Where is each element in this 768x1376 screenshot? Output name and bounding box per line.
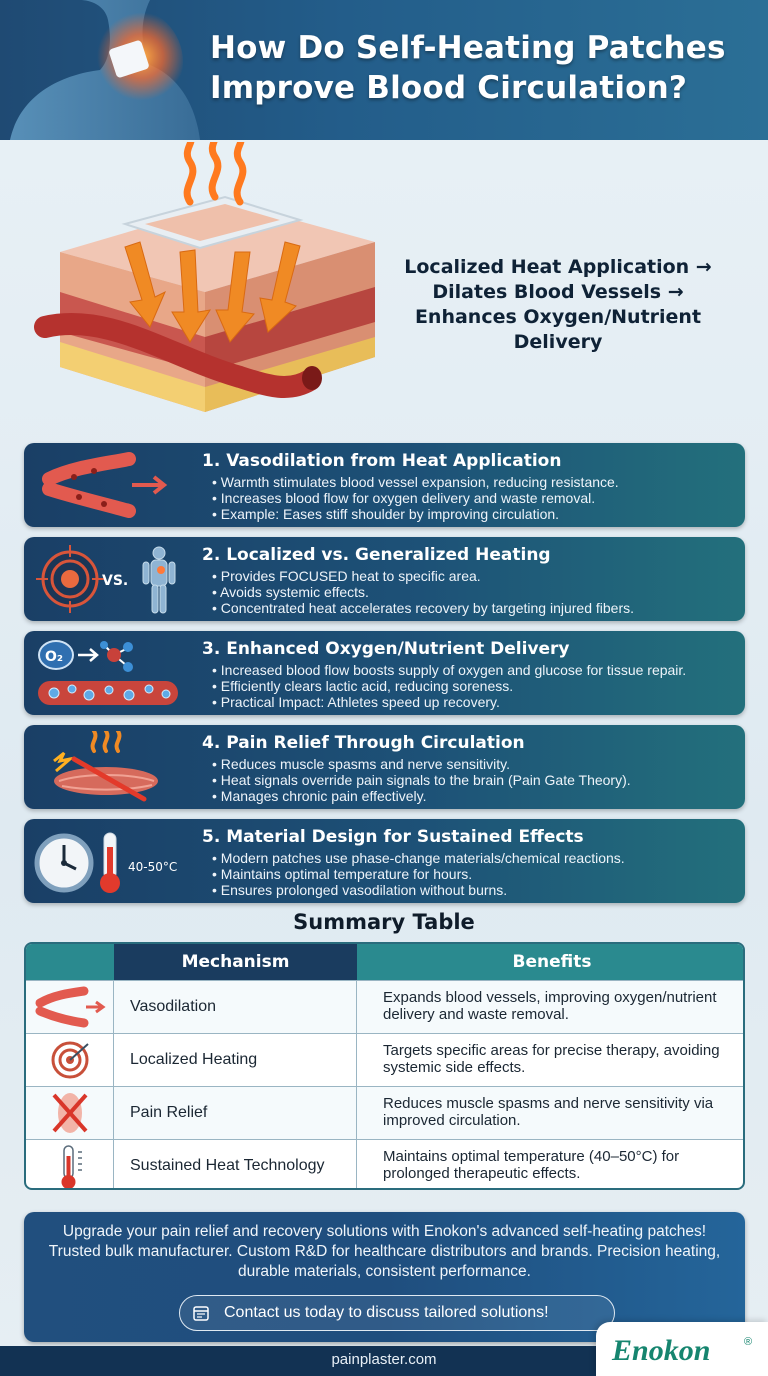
tagline-line: Dilates Blood Vessels →: [432, 281, 684, 303]
call-to-action-panel: Upgrade your pain relief and recovery so…: [24, 1212, 745, 1342]
bullet-item: Reduces muscle spasms and nerve sensitiv…: [212, 756, 631, 772]
summary-table-title: Summary Table: [293, 910, 475, 934]
cta-text: Upgrade your pain relief and recovery so…: [48, 1223, 721, 1280]
summary-table: Mechanism Benefits Vasodilation Expands …: [24, 942, 745, 1190]
bullet-item: Increases blood flow for oxygen delivery…: [212, 490, 619, 506]
blood-vessel-icon: [26, 981, 114, 1033]
muscle-pain-relief-icon: [53, 731, 158, 802]
mechanism-card-sustained-effects: 40-50°C 5. Material Design for Sustained…: [24, 819, 745, 903]
bullet-item: Maintains optimal temperature for hours.: [212, 866, 625, 882]
hero-section: Localized Heat Application → Dilates Blo…: [0, 142, 768, 432]
bullet-item: Provides FOCUSED heat to specific area.: [212, 568, 634, 584]
bullet-item: Manages chronic pain effectively.: [212, 788, 631, 804]
brand-name: Enokon: [612, 1334, 711, 1367]
card-title: 4. Pain Relief Through Circulation: [202, 733, 525, 753]
bullet-item: Warmth stimulates blood vessel expansion…: [212, 474, 619, 490]
mechanism-card-pain-relief: 4. Pain Relief Through Circulation Reduc…: [24, 725, 745, 809]
header-banner: How Do Self-Heating Patches Improve Bloo…: [0, 0, 768, 140]
clock-thermometer-icon: 40-50°C: [34, 832, 177, 893]
mechanism-card-oxygen-delivery: O₂ 3. Enhanced Oxygen/Nutrient Delivery …: [24, 631, 745, 715]
bullet-item: Avoids systemic effects.: [212, 584, 634, 600]
table-row: Pain Relief Reduces muscle spasms and ne…: [26, 1086, 743, 1139]
card-title: 3. Enhanced Oxygen/Nutrient Delivery: [202, 639, 570, 659]
contact-us-button[interactable]: Contact us today to discuss tailored sol…: [179, 1295, 615, 1331]
table-header-benefits: Benefits: [357, 944, 743, 980]
benefit-cell: Expands blood vessels, improving oxygen/…: [383, 989, 717, 1023]
oxygen-molecule-icon: O₂: [38, 640, 178, 705]
page-title: How Do Self-Heating Patches Improve Bloo…: [210, 30, 726, 106]
card-bullets: Modern patches use phase-change material…: [212, 850, 625, 898]
calendar-icon: [193, 1306, 209, 1321]
bullet-item: Efficiently clears lactic acid, reducing…: [212, 678, 686, 694]
benefit-cell: Maintains optimal temperature (40–50°C) …: [383, 1148, 680, 1182]
contact-button-label: Contact us today to discuss tailored sol…: [224, 1304, 549, 1321]
temperature-label: 40-50°C: [128, 860, 177, 874]
card-title: 1. Vasodilation from Heat Application: [202, 451, 562, 471]
table-header: Mechanism Benefits: [26, 944, 743, 980]
target-icon: [26, 1034, 114, 1086]
website-link[interactable]: painplaster.com: [331, 1351, 437, 1368]
tagline-line: Localized Heat Application →: [404, 256, 712, 278]
card-bullets: Provides FOCUSED heat to specific area. …: [212, 568, 634, 616]
trademark-symbol: ®: [744, 1336, 753, 1348]
table-row: Vasodilation Expands blood vessels, impr…: [26, 980, 743, 1033]
mechanism-card-localized-heating: VS. 2. Localized vs. Generalized Heating…: [24, 537, 745, 621]
table-row: Sustained Heat Technology Maintains opti…: [26, 1139, 743, 1188]
card-bullets: Increased blood flow boosts supply of ox…: [212, 662, 686, 710]
brand-logo: Enokon ®: [596, 1322, 768, 1376]
mechanism-cell: Vasodilation: [114, 981, 357, 1033]
thermometer-icon: [26, 1140, 114, 1188]
table-row: Localized Heating Targets specific areas…: [26, 1033, 743, 1086]
tagline-line: Enhances Oxygen/Nutrient Delivery: [414, 306, 702, 353]
mechanism-cell: Sustained Heat Technology: [114, 1140, 357, 1188]
bullet-item: Concentrated heat accelerates recovery b…: [212, 600, 634, 616]
mechanism-cell: Localized Heating: [114, 1034, 357, 1086]
benefit-cell: Reduces muscle spasms and nerve sensitiv…: [383, 1095, 714, 1129]
hero-tagline: Localized Heat Application → Dilates Blo…: [380, 255, 736, 355]
skin-layers-diagram: [34, 142, 375, 412]
benefit-cell: Targets specific areas for precise thera…: [383, 1042, 720, 1076]
target-vs-body-icon: VS.: [36, 545, 176, 614]
human-shoulder-heat-icon: [10, 0, 200, 140]
mechanism-card-vasodilation: 1. Vasodilation from Heat Application Wa…: [24, 443, 745, 527]
card-title: 5. Material Design for Sustained Effects: [202, 827, 584, 847]
card-title: 2. Localized vs. Generalized Heating: [202, 545, 551, 565]
table-header-mechanism: Mechanism: [114, 944, 357, 980]
bullet-item: Example: Eases stiff shoulder by improvi…: [212, 506, 619, 522]
table-header-icon: [26, 944, 114, 980]
card-bullets: Reduces muscle spasms and nerve sensitiv…: [212, 756, 631, 804]
card-bullets: Warmth stimulates blood vessel expansion…: [212, 474, 619, 522]
pain-relief-icon: [26, 1087, 114, 1139]
bullet-item: Modern patches use phase-change material…: [212, 850, 625, 866]
bullet-item: Heat signals override pain signals to th…: [212, 772, 631, 788]
mechanism-cell: Pain Relief: [114, 1087, 357, 1139]
bullet-item: Increased blood flow boosts supply of ox…: [212, 662, 686, 678]
o2-label: O₂: [45, 649, 63, 665]
vs-label: VS.: [102, 573, 128, 589]
bullet-item: Practical Impact: Athletes speed up reco…: [212, 694, 686, 710]
bullet-item: Ensures prolonged vasodilation without b…: [212, 882, 625, 898]
blood-vessel-icon: [42, 452, 168, 518]
